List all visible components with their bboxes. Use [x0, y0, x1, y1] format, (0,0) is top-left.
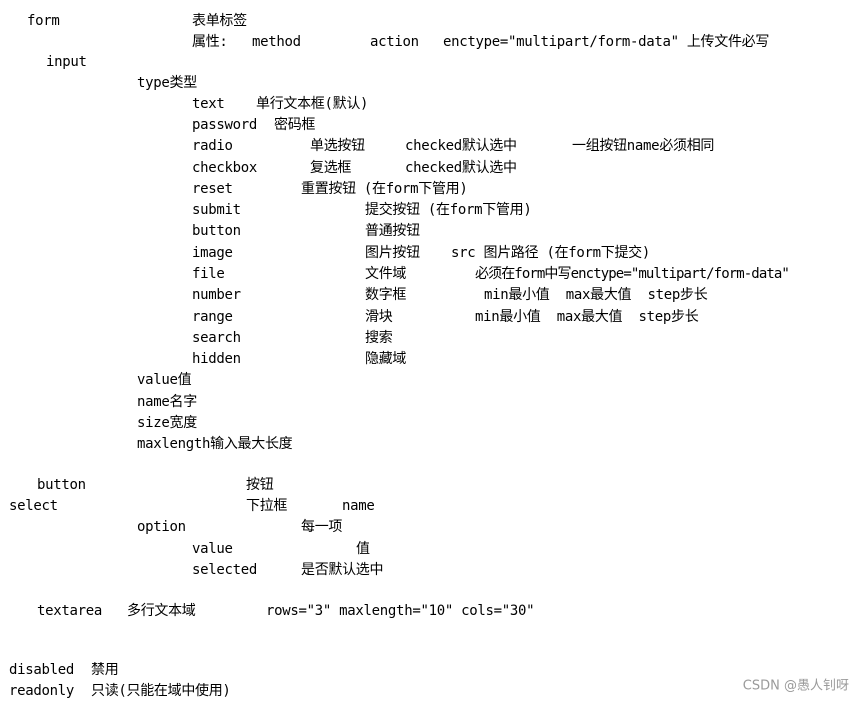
type-desc: 提交按钮 (在form下管用): [365, 202, 532, 218]
textarea-attrs: rows="3" maxlength="10" cols="30": [266, 603, 535, 619]
type-desc: 搜索: [365, 330, 393, 346]
common-attr-desc: 禁用: [91, 662, 119, 678]
option-value-desc: 值: [356, 541, 370, 557]
select-attr: name: [342, 498, 375, 514]
type-desc: 文件域: [365, 266, 407, 282]
type-name: password: [192, 117, 258, 133]
option-tag: option: [137, 519, 186, 535]
type-name: radio: [192, 138, 233, 154]
input-tag: input: [46, 54, 87, 70]
type-name: number: [192, 287, 241, 303]
select-desc: 下拉框: [246, 498, 288, 514]
common-attr-name: disabled: [9, 662, 75, 678]
type-note: src 图片路径 (在form下提交): [451, 245, 651, 261]
type-desc: 普通按钮: [365, 223, 420, 239]
form-attr-label: 属性:: [192, 34, 228, 50]
type-extra: 一组按钮name必须相同: [572, 138, 715, 154]
type-name: hidden: [192, 351, 241, 367]
type-name: search: [192, 330, 241, 346]
type-desc: 复选框: [310, 160, 352, 176]
type-desc: 隐藏域: [365, 351, 407, 367]
form-tag: form: [27, 13, 60, 29]
type-desc: 图片按钮: [365, 245, 420, 261]
option-value-label: value: [192, 541, 233, 557]
input-attr: name名字: [137, 394, 197, 410]
common-attr-desc: 只读(只能在域中使用): [91, 683, 231, 699]
type-name: image: [192, 245, 233, 261]
type-desc: 重置按钮 (在form下管用): [301, 181, 468, 197]
button-desc: 按钮: [246, 477, 274, 493]
input-attr: value值: [137, 372, 192, 388]
type-name: text: [192, 96, 225, 112]
textarea-desc: 多行文本域: [127, 603, 196, 619]
type-name: checkbox: [192, 160, 258, 176]
type-name: reset: [192, 181, 233, 197]
select-tag: select: [9, 498, 58, 514]
textarea-tag: textarea: [37, 603, 103, 619]
type-note: checked默认选中: [405, 160, 517, 176]
input-attr: size宽度: [137, 415, 197, 431]
type-note: min最小值 max最大值 step步长: [484, 287, 708, 303]
form-desc: 表单标签: [192, 13, 247, 29]
option-selected-desc: 是否默认选中: [301, 562, 384, 578]
type-desc: 滑块: [365, 309, 393, 325]
type-desc: 数字框: [365, 287, 407, 303]
common-attr-name: readonly: [9, 683, 75, 699]
type-note: 必须在form中写enctype="multipart/form-data": [475, 266, 790, 282]
option-desc: 每一项: [301, 519, 343, 535]
form-attr-action: action: [370, 34, 419, 50]
option-selected-label: selected: [192, 562, 258, 578]
type-name: file: [192, 266, 225, 282]
input-attr: maxlength输入最大长度: [137, 436, 293, 452]
type-note: min最小值 max最大值 step步长: [475, 309, 699, 325]
button-tag: button: [37, 477, 86, 493]
type-desc: 单选按钮: [310, 138, 365, 154]
type-note: checked默认选中: [405, 138, 517, 154]
form-attr-method: method: [252, 34, 301, 50]
watermark: CSDN @愚人钊呀: [742, 678, 849, 694]
input-type-label: type类型: [137, 75, 197, 91]
type-name: range: [192, 309, 233, 325]
type-desc: 单行文本框(默认): [256, 96, 369, 112]
type-name: button: [192, 223, 241, 239]
type-desc: 密码框: [274, 117, 316, 133]
type-name: submit: [192, 202, 241, 218]
form-attr-enctype: enctype="multipart/form-data" 上传文件必写: [443, 34, 770, 50]
